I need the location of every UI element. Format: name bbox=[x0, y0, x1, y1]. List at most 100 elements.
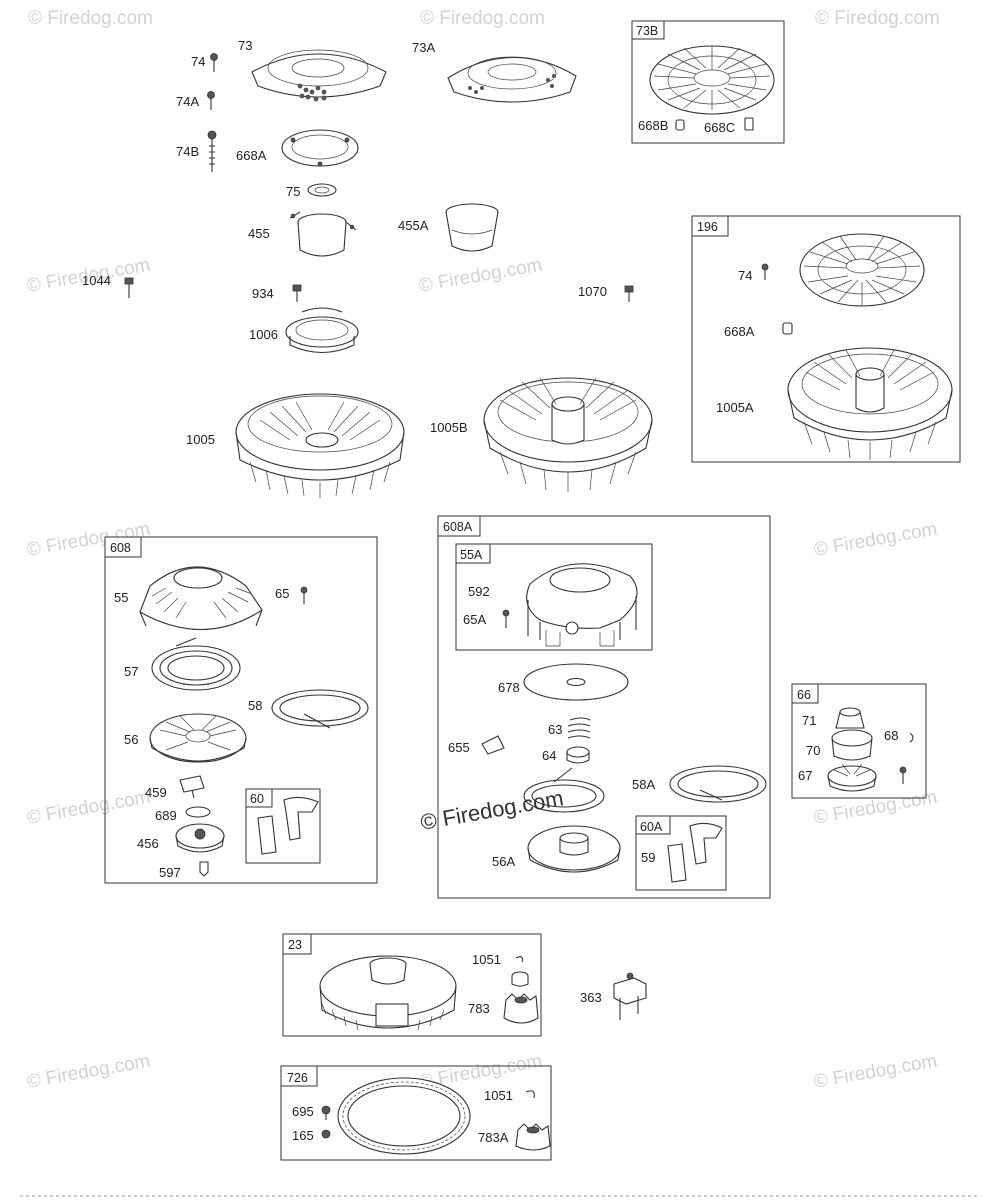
part-label: 65 bbox=[275, 586, 289, 601]
screw-drawing bbox=[761, 263, 769, 280]
part-label: 55 bbox=[114, 590, 128, 605]
group-title: 66 bbox=[797, 688, 811, 702]
part-363-bracket-drawing bbox=[613, 972, 647, 1020]
part-label: 655 bbox=[448, 740, 470, 755]
part-726-ring-gear-drawing bbox=[337, 1077, 471, 1155]
part-70-ratchet-drawing bbox=[831, 729, 873, 761]
part-label: 56 bbox=[124, 732, 138, 747]
part-label: 73A bbox=[412, 40, 435, 55]
part-label: 71 bbox=[802, 713, 816, 728]
part-label: 75 bbox=[286, 184, 300, 199]
part-456-ratchet-drawing bbox=[175, 823, 225, 853]
screw-drawings bbox=[207, 53, 218, 172]
watermark: © Firedog.com bbox=[812, 519, 939, 561]
group-title: 73B bbox=[636, 24, 658, 38]
part-678-plate-drawing bbox=[523, 663, 629, 701]
part-455a-cup-drawing bbox=[445, 203, 499, 252]
watermark: © Firedog.com bbox=[420, 8, 545, 29]
clip-drawing bbox=[909, 732, 914, 743]
bushing-drawing bbox=[744, 117, 754, 131]
part-label: 1005 bbox=[186, 432, 215, 447]
part-label: 592 bbox=[468, 584, 490, 599]
part-56a-pulley-drawing bbox=[527, 825, 621, 873]
nut-drawing bbox=[321, 1129, 331, 1139]
screw-drawing bbox=[899, 766, 907, 784]
watermark: © Firedog.com bbox=[815, 8, 940, 29]
watermark: © Firedog.com bbox=[417, 255, 544, 297]
part-label: 58 bbox=[248, 698, 262, 713]
screw-drawing bbox=[300, 586, 308, 604]
part-label: 57 bbox=[124, 664, 138, 679]
part-73-cover-drawing bbox=[251, 49, 387, 102]
watermark: © Firedog.com bbox=[812, 787, 939, 829]
part-label: 70 bbox=[806, 743, 820, 758]
group-196-box: 196 74 668A 1005A bbox=[691, 215, 961, 463]
part-783a-gear-drawing bbox=[515, 1123, 551, 1151]
bolt-drawing bbox=[292, 284, 302, 302]
part-58-rope-drawing bbox=[271, 689, 369, 729]
group-title: 60 bbox=[250, 792, 264, 806]
center-watermark: © Firedog.com bbox=[419, 785, 566, 835]
part-label: 668A bbox=[724, 324, 755, 339]
part-455-cup-drawing bbox=[289, 211, 357, 257]
group-title: 55A bbox=[460, 548, 483, 562]
part-label: 165 bbox=[292, 1128, 314, 1143]
part-label: 363 bbox=[580, 990, 602, 1005]
screw-drawing bbox=[321, 1105, 331, 1120]
group-title: 196 bbox=[697, 220, 718, 234]
part-655-dog-drawing bbox=[481, 735, 505, 755]
bolt-drawing bbox=[624, 285, 634, 302]
part-label: 63 bbox=[548, 722, 562, 737]
part-label: 74 bbox=[738, 268, 752, 283]
group-73b-box: 73B 668B 668C bbox=[631, 20, 785, 144]
bolt-drawing bbox=[124, 277, 134, 298]
group-60a-box: 60A 59 bbox=[635, 815, 727, 891]
clip-drawing bbox=[525, 1090, 535, 1099]
group-23-box: 23 1051 783 bbox=[282, 933, 542, 1037]
part-label: 783A bbox=[478, 1130, 509, 1145]
part-label: 59 bbox=[641, 850, 655, 865]
watermark: © Firedog.com bbox=[25, 787, 152, 829]
group-title: 23 bbox=[288, 938, 302, 952]
group-title: 608 bbox=[110, 541, 131, 555]
part-label: 783 bbox=[468, 1001, 490, 1016]
part-label: 1070 bbox=[578, 284, 607, 299]
group-title: 608A bbox=[443, 520, 473, 534]
gear-nut-drawing bbox=[511, 971, 529, 987]
part-label: 73 bbox=[238, 38, 252, 53]
part-67-cup-drawing bbox=[827, 763, 877, 792]
part-1005-flywheel-drawing bbox=[235, 393, 405, 498]
handle-drawing bbox=[257, 796, 319, 855]
clip-drawing bbox=[515, 956, 523, 963]
part-668a-plate-drawing bbox=[281, 129, 359, 167]
watermark: © Firedog.com bbox=[812, 1051, 939, 1093]
group-title: 60A bbox=[640, 820, 663, 834]
part-23-flywheel-drawing bbox=[319, 955, 457, 1031]
watermark: © Firedog.com bbox=[28, 8, 153, 29]
part-71-nut-drawing bbox=[835, 707, 865, 729]
handle-drawing bbox=[667, 822, 723, 883]
part-55-starter-housing-drawing bbox=[139, 566, 263, 631]
part-1005b-flywheel-drawing bbox=[483, 377, 653, 492]
part-label: 74 bbox=[191, 54, 205, 69]
part-57a-spring-drawing bbox=[523, 767, 605, 813]
part-label: 74B bbox=[176, 144, 199, 159]
part-55a-housing-drawing bbox=[526, 563, 638, 647]
part-label: 1006 bbox=[249, 327, 278, 342]
part-label: 456 bbox=[137, 836, 159, 851]
part-label: 67 bbox=[798, 768, 812, 783]
group-60-box: 60 bbox=[245, 788, 321, 864]
group-726-box: 726 695 165 1051 783A bbox=[280, 1065, 552, 1161]
part-label: 58A bbox=[632, 777, 655, 792]
part-1006-ratchet-drawing bbox=[285, 307, 359, 353]
part-label: 65A bbox=[463, 612, 486, 627]
part-label: 459 bbox=[145, 785, 167, 800]
part-459-dog-drawing bbox=[179, 775, 205, 799]
part-label: 678 bbox=[498, 680, 520, 695]
part-label: 597 bbox=[159, 865, 181, 880]
part-label: 74A bbox=[176, 94, 199, 109]
watermark: © Firedog.com bbox=[25, 1051, 152, 1093]
part-label: 1051 bbox=[472, 952, 501, 967]
part-56-pulley-drawing bbox=[149, 713, 247, 763]
